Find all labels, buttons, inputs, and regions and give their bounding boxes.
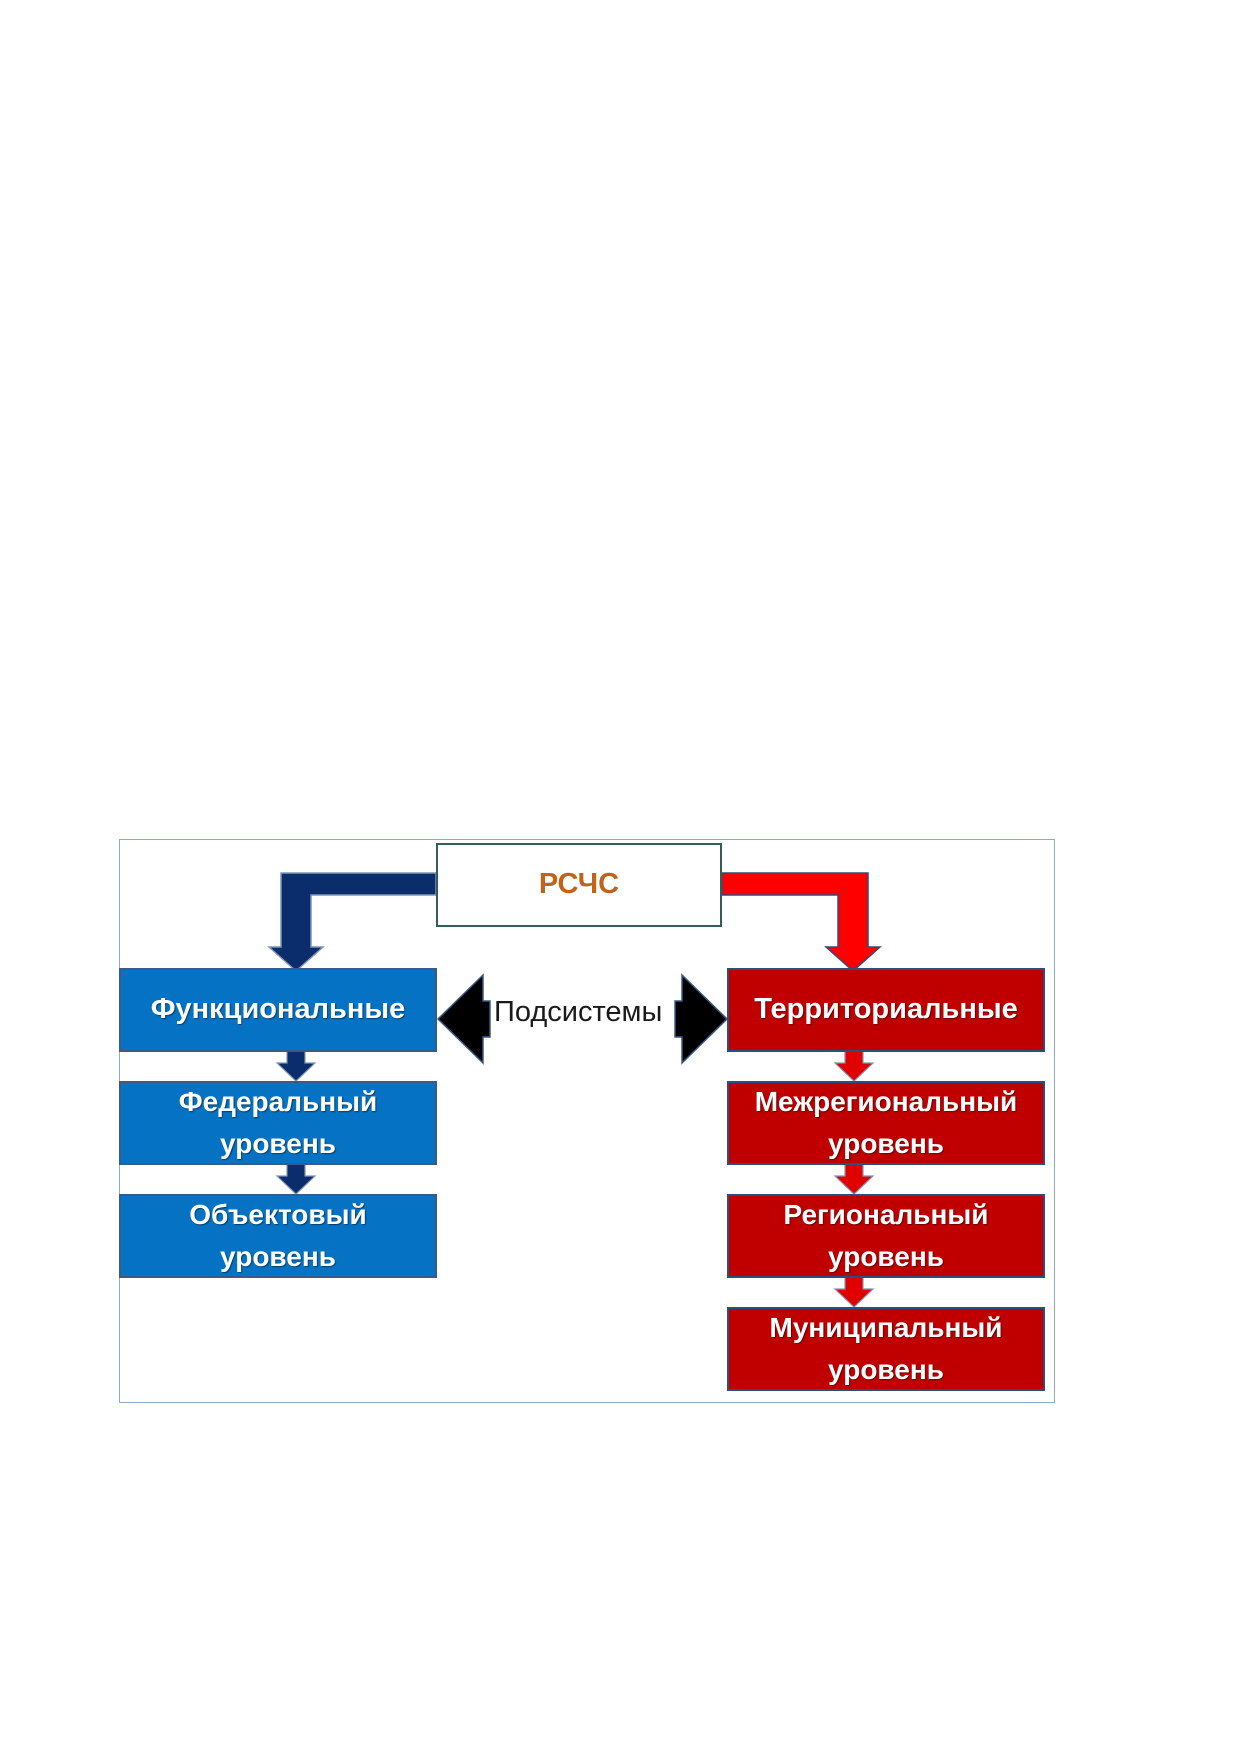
arrow-territorial-to-interregional [833,1050,875,1082]
object-level-line-2: уровень [220,1241,336,1272]
municipal-level-line-2: уровень [828,1354,944,1385]
functional-label: Функциональные [150,993,406,1026]
arrow-federal-to-object [275,1163,317,1195]
federal-level-line-2: уровень [220,1128,336,1159]
object-level-node: Объектовый уровень [119,1194,437,1278]
arrow-functional-to-federal [275,1050,317,1082]
arrow-root-to-functional [267,872,437,973]
root-node-rschs: РСЧС [436,843,722,927]
federal-level-line-1: Федеральный [178,1086,378,1117]
arrow-interregional-to-regional [833,1163,875,1195]
arrow-root-to-territorial [721,872,882,973]
subsystems-label: Подсистемы [494,996,663,1028]
municipal-level-line-1: Муниципальный [769,1312,1003,1343]
functional-node: Функциональные [119,968,437,1052]
interregional-level-line-1: Межрегиональный [754,1086,1018,1117]
interregional-level-node: Межрегиональный уровень [727,1081,1045,1165]
territorial-node: Территориальные [727,968,1045,1052]
regional-level-line-1: Региональный [783,1199,989,1230]
arrow-regional-to-municipal [833,1276,875,1308]
regional-level-line-2: уровень [828,1241,944,1272]
regional-level-node: Региональный уровень [727,1194,1045,1278]
municipal-level-node: Муниципальный уровень [727,1307,1045,1391]
arrow-subsystems-left [436,973,491,1065]
interregional-level-line-2: уровень [828,1128,944,1159]
federal-level-node: Федеральный уровень [119,1081,437,1165]
arrow-subsystems-right [674,973,729,1065]
object-level-line-1: Объектовый [189,1199,367,1230]
territorial-label: Территориальные [754,993,1018,1026]
root-label: РСЧС [538,868,620,901]
